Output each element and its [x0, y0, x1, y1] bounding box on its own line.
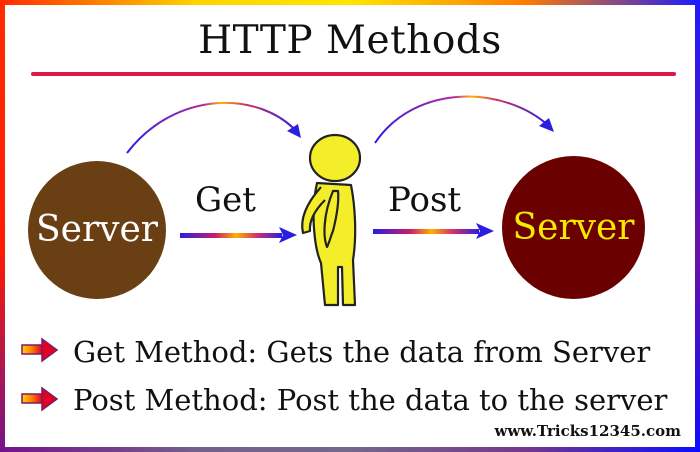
server-node-right: Server — [502, 156, 645, 299]
server-node-left: Server — [28, 161, 166, 299]
diagram-canvas: HTTP Methods — [5, 5, 695, 447]
server-right-label: Server — [512, 206, 635, 248]
title-underline — [31, 72, 676, 76]
watermark: www.Tricks12345.com — [494, 422, 681, 440]
legend-item-post: Post Method: Post the data to the server — [19, 386, 667, 415]
legend-marker-icon-2 — [21, 386, 59, 412]
get-arrow-shaft — [180, 233, 282, 238]
legend-text-post: Post Method: Post the data to the server — [73, 383, 668, 417]
diagram-title: HTTP Methods — [198, 18, 502, 63]
curve-arrow-post — [374, 95, 551, 144]
server-left-label: Server — [35, 209, 159, 250]
post-arrow-head — [476, 223, 494, 239]
legend-marker-icon-1 — [21, 337, 59, 363]
curve-arrow-get-head — [287, 124, 301, 138]
get-label: Get — [195, 180, 256, 220]
flow-graphics — [21, 95, 554, 412]
person-figure — [301, 133, 362, 307]
curve-arrow-get — [126, 101, 299, 154]
legend-item-get: Get Method: Gets the data from Server — [19, 338, 650, 367]
curve-arrow-post-head — [539, 118, 554, 132]
post-label: Post — [388, 180, 462, 220]
post-arrow-shaft — [373, 229, 479, 234]
legend-text-get: Get Method: Gets the data from Server — [73, 335, 651, 369]
get-arrow-head — [279, 227, 297, 243]
